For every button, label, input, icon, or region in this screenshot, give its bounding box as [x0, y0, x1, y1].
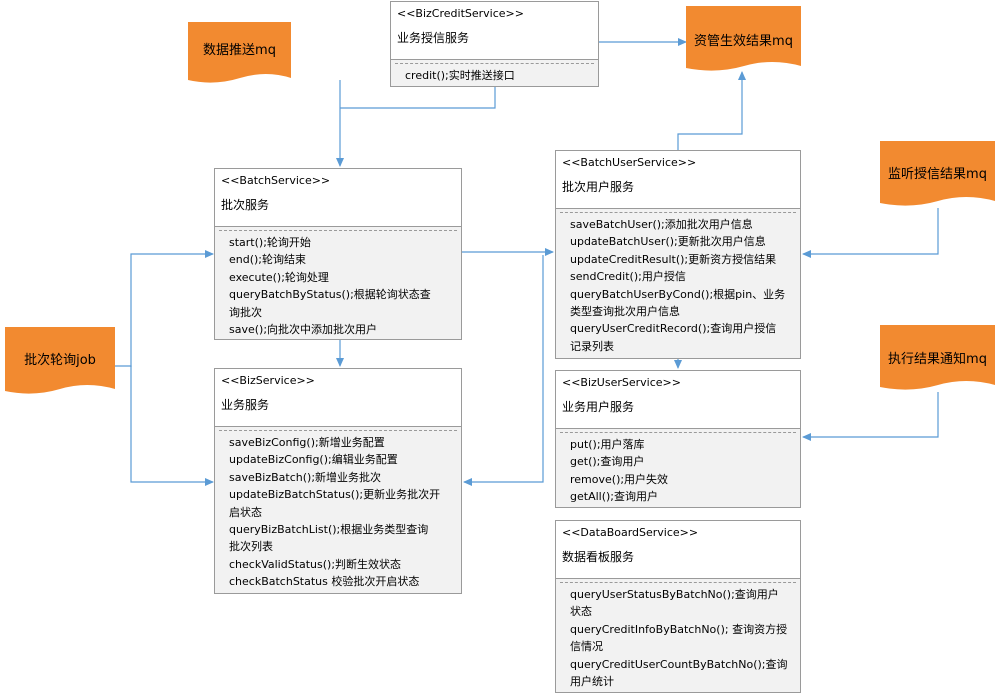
listen-credit-mq: 监听授信结果mq: [880, 141, 995, 211]
biz-credit-service-class: <<BizCreditService>> 业务授信服务 credit();实时推…: [390, 1, 599, 87]
op-item: checkValidStatus();判断生效状态: [229, 557, 402, 571]
op-item: updateBizConfig();编辑业务配置: [229, 453, 398, 467]
connector-listenmq-to-batchuser: [802, 208, 939, 258]
batch-job: 批次轮询job: [5, 327, 115, 399]
connector-job-to-bizservice: [112, 365, 214, 486]
data-push-mq-label: 数据推送mq: [203, 43, 276, 58]
connector-batchuser-to-bizservice: [463, 255, 544, 486]
document-shape-icon: [5, 327, 115, 394]
op-item: put();用户落库: [570, 438, 645, 451]
exec-notify-mq: 执行结果通知mq: [880, 325, 995, 395]
biz-service-ops: saveBizConfig();新增业务配置 updateBizConfig()…: [215, 426, 461, 593]
connector-job-trunk: [130, 250, 214, 367]
connector-batchuser-to-assetmq: [677, 71, 746, 150]
op-item: start();轮询开始: [229, 236, 311, 249]
batch-service-stereotype: <<BatchService>>: [221, 174, 331, 187]
op-item: saveBatchUser();添加批次用户信息: [570, 218, 753, 231]
op-item: queryBatchByStatus();根据轮询状态查: [229, 288, 431, 302]
op-item: saveBizConfig();新增业务配置: [229, 436, 385, 449]
document-shape-icon: [686, 6, 801, 71]
document-shape-icon: [880, 141, 995, 206]
op-item: save();向批次中添加批次用户: [229, 323, 378, 337]
op-item: 记录列表: [570, 339, 614, 353]
op-item: getAll();查询用户: [570, 490, 658, 504]
exec-notify-mq-label: 执行结果通知mq: [888, 352, 987, 367]
batch-user-service-stereotype: <<BatchUserService>>: [562, 156, 697, 169]
biz-service-class: <<BizService>> 业务服务 saveBizConfig();新增业务…: [214, 368, 462, 594]
op-item: updateBatchUser();更新批次用户信息: [570, 235, 766, 249]
biz-service-name: 业务服务: [221, 398, 270, 412]
op-item: get();查询用户: [570, 455, 645, 469]
op-item: 用户统计: [570, 675, 614, 689]
batch-user-service-ops: saveBatchUser();添加批次用户信息 updateBatchUser…: [556, 208, 800, 358]
batch-user-service-class: <<BatchUserService>> 批次用户服务 saveBatchUse…: [555, 150, 801, 359]
op-item: credit();实时推送接口: [405, 69, 515, 82]
biz-user-service-class: <<BizUserService>> 业务用户服务 put();用户落库 get…: [555, 370, 801, 508]
document-shape-icon: [880, 325, 995, 390]
biz-user-service-name: 业务用户服务: [562, 400, 635, 414]
biz-credit-service-stereotype: <<BizCreditService>>: [397, 7, 524, 20]
op-item: 类型查询批次用户信息: [570, 305, 680, 319]
op-item: execute();轮询处理: [229, 270, 329, 284]
op-item: queryCreditUserCountByBatchNo();查询: [570, 657, 788, 671]
op-item: saveBizBatch();新增业务批次: [229, 470, 382, 484]
data-board-service-name: 数据看板服务: [562, 550, 635, 564]
op-item: queryUserCreditRecord();查询用户授信: [570, 322, 777, 336]
asset-result-mq-label: 资管生效结果mq: [694, 34, 793, 49]
biz-user-service-ops: put();用户落库 get();查询用户 remove();用户失效 getA…: [556, 428, 800, 507]
batch-user-service-name: 批次用户服务: [562, 180, 635, 194]
connector-bizcredit-to-batchservice: [340, 86, 496, 109]
op-item: queryBizBatchList();根据业务类型查询: [229, 523, 429, 537]
data-push-mq: 数据推送mq: [188, 22, 291, 88]
op-item: 信情况: [570, 640, 603, 654]
listen-credit-mq-label: 监听授信结果mq: [888, 167, 987, 182]
op-item: end();轮询结束: [229, 253, 307, 267]
op-item: queryCreditInfoByBatchNo(); 查询资方授: [570, 622, 788, 636]
op-item: 询批次: [229, 305, 262, 319]
op-item: 启状态: [229, 505, 262, 519]
batch-service-ops: start();轮询开始 end();轮询结束 execute();轮询处理 q…: [215, 226, 461, 339]
connector-execmq-to-bizuser: [802, 392, 939, 441]
data-board-service-class: <<DataBoardService>> 数据看板服务 queryUserSta…: [555, 520, 801, 693]
biz-credit-service-ops: credit();实时推送接口: [391, 59, 598, 86]
biz-user-service-stereotype: <<BizUserService>>: [562, 376, 681, 389]
biz-credit-service-name: 业务授信服务: [397, 31, 470, 45]
data-board-service-stereotype: <<DataBoardService>>: [562, 526, 699, 539]
batch-service-class: <<BatchService>> 批次服务 start();轮询开始 end()…: [214, 168, 462, 340]
op-item: queryBatchUserByCond();根据pin、业务: [570, 287, 786, 301]
op-item: updateBizBatchStatus();更新业务批次开: [229, 488, 441, 502]
op-item: 状态: [570, 605, 592, 619]
biz-service-stereotype: <<BizService>>: [221, 374, 315, 387]
batch-job-label: 批次轮询job: [24, 353, 96, 368]
op-item: sendCredit();用户授信: [570, 270, 686, 284]
batch-service-name: 批次服务: [221, 198, 270, 212]
op-item: updateCreditResult();更新资方授信结果: [570, 252, 777, 266]
op-item: checkBatchStatus 校验批次开启状态: [229, 575, 420, 589]
document-shape-icon: [188, 22, 291, 83]
asset-result-mq: 资管生效结果mq: [686, 6, 801, 76]
op-item: 批次列表: [229, 540, 273, 554]
op-item: remove();用户失效: [570, 472, 669, 486]
data-board-service-ops: queryUserStatusByBatchNo();查询用户 状态 query…: [556, 578, 800, 692]
op-item: queryUserStatusByBatchNo();查询用户: [570, 588, 779, 601]
